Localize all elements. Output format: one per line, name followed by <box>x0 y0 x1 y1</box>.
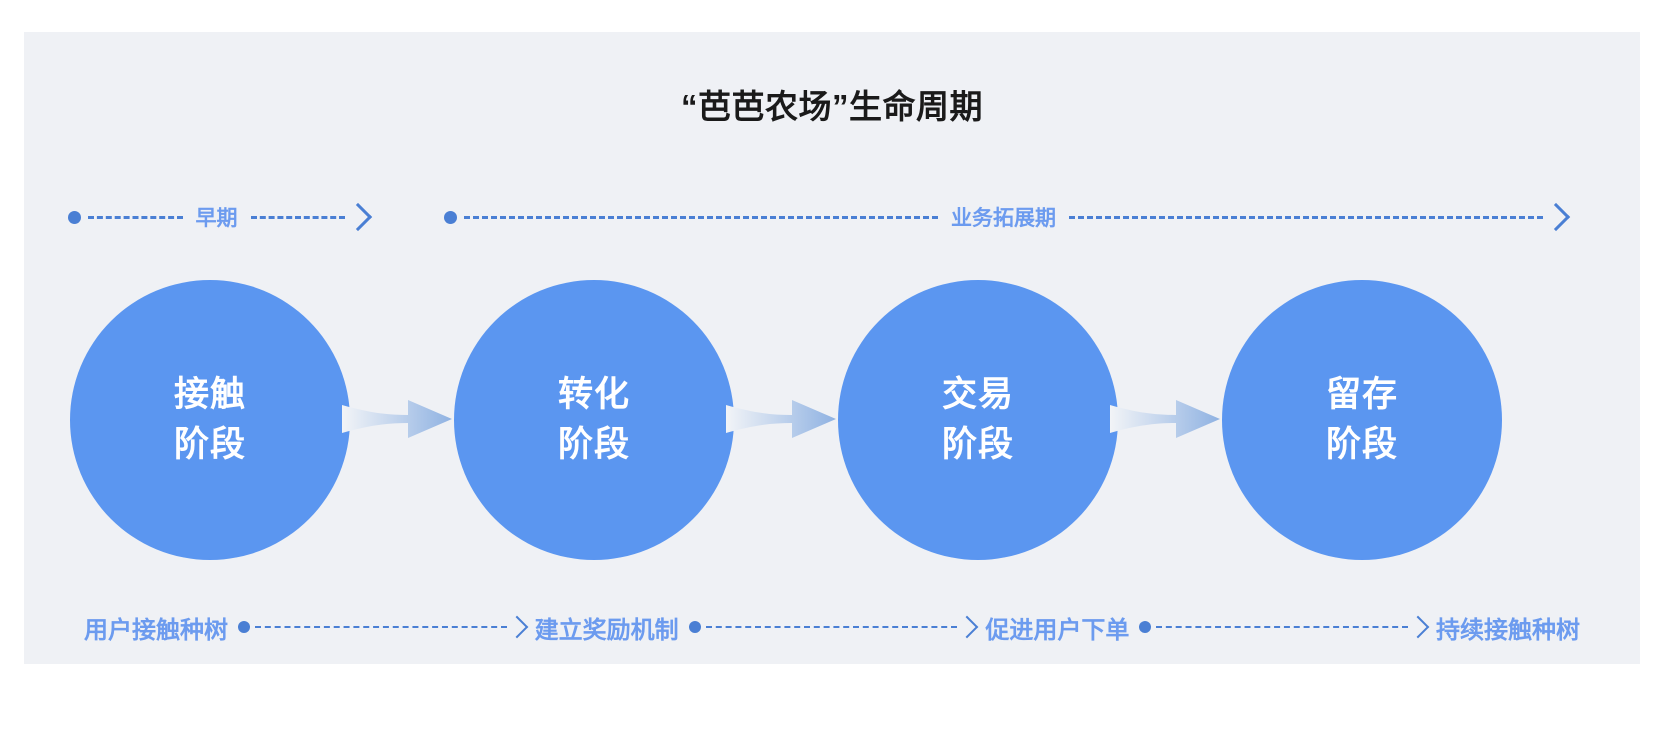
phase-label-expansion: 业务拓展期 <box>951 207 1056 230</box>
step-label-promote-order: 促进用户下单 <box>985 616 1130 644</box>
stage-label-line2: 阶段 <box>941 425 1014 464</box>
stage-circles: 接触 阶段 转化 阶段 <box>24 280 1640 570</box>
stage-retention[interactable]: 留存 阶段 <box>1222 280 1502 560</box>
step-connector <box>1139 615 1430 639</box>
phase-dashed-line <box>250 215 345 219</box>
arrow-right-icon <box>956 615 979 639</box>
phase-dashed-line <box>464 215 938 219</box>
stage-contact[interactable]: 接触 阶段 <box>70 280 350 560</box>
stage-circle: 接触 阶段 <box>70 280 350 560</box>
stage-label-line1: 留存 <box>1325 375 1398 415</box>
stage-label-line2: 阶段 <box>1325 425 1398 464</box>
phase-start-dot-icon <box>68 210 81 224</box>
step-connector <box>238 615 528 639</box>
phase-expansion: 业务拓展期 <box>444 192 1571 242</box>
step-label-contact-tree: 用户接触种树 <box>84 616 228 644</box>
arrow-right-icon <box>505 615 528 639</box>
flow-arrow-icon <box>1110 388 1220 450</box>
stage-label-line2: 阶段 <box>557 425 630 464</box>
step-label-reward-mechanism: 建立奖励机制 <box>534 616 679 644</box>
flow-arrow-icon <box>342 388 452 450</box>
flow-arrow-icon <box>726 388 836 450</box>
phase-dashed-line <box>88 215 183 219</box>
stage-label-line1: 接触 <box>173 375 246 415</box>
step-dashed-line <box>1156 626 1409 628</box>
step-dot-icon <box>688 621 701 633</box>
stage-conversion[interactable]: 转化 阶段 <box>454 280 734 560</box>
page-title: “芭芭农场”生命周期 <box>681 88 983 125</box>
phase-dashed-line <box>1069 215 1543 219</box>
arrow-right-icon <box>343 202 373 232</box>
phase-early: 早期 <box>68 192 373 242</box>
arrow-right-icon <box>1541 202 1571 232</box>
step-dot-icon <box>238 621 250 633</box>
stage-circle: 转化 阶段 <box>454 280 734 560</box>
stage-circle: 交易 阶段 <box>838 280 1118 560</box>
step-label-continued-contact: 持续接触种树 <box>1436 616 1581 644</box>
phase-start-dot-icon <box>444 210 457 224</box>
step-sequence: 用户接触种树 建立奖励机制 促进用户下单 持续接触种树 <box>24 604 1640 650</box>
stage-transaction[interactable]: 交易 阶段 <box>838 280 1118 560</box>
step-dashed-line <box>705 626 958 628</box>
stage-label-line2: 阶段 <box>173 425 246 464</box>
arrow-right-icon <box>1406 615 1430 639</box>
phase-timeline: 早期 业务拓展期 <box>24 192 1640 242</box>
phase-label-early: 早期 <box>195 207 238 230</box>
stage-circle: 留存 阶段 <box>1222 280 1502 560</box>
step-dashed-line <box>255 626 507 628</box>
stage-label-line1: 交易 <box>941 375 1014 415</box>
stage-label-line1: 转化 <box>557 375 630 415</box>
step-dot-icon <box>1139 621 1152 633</box>
diagram-canvas: “芭芭农场”生命周期 早期 业务拓展期 接触 阶段 <box>24 32 1640 664</box>
step-connector <box>688 615 979 639</box>
